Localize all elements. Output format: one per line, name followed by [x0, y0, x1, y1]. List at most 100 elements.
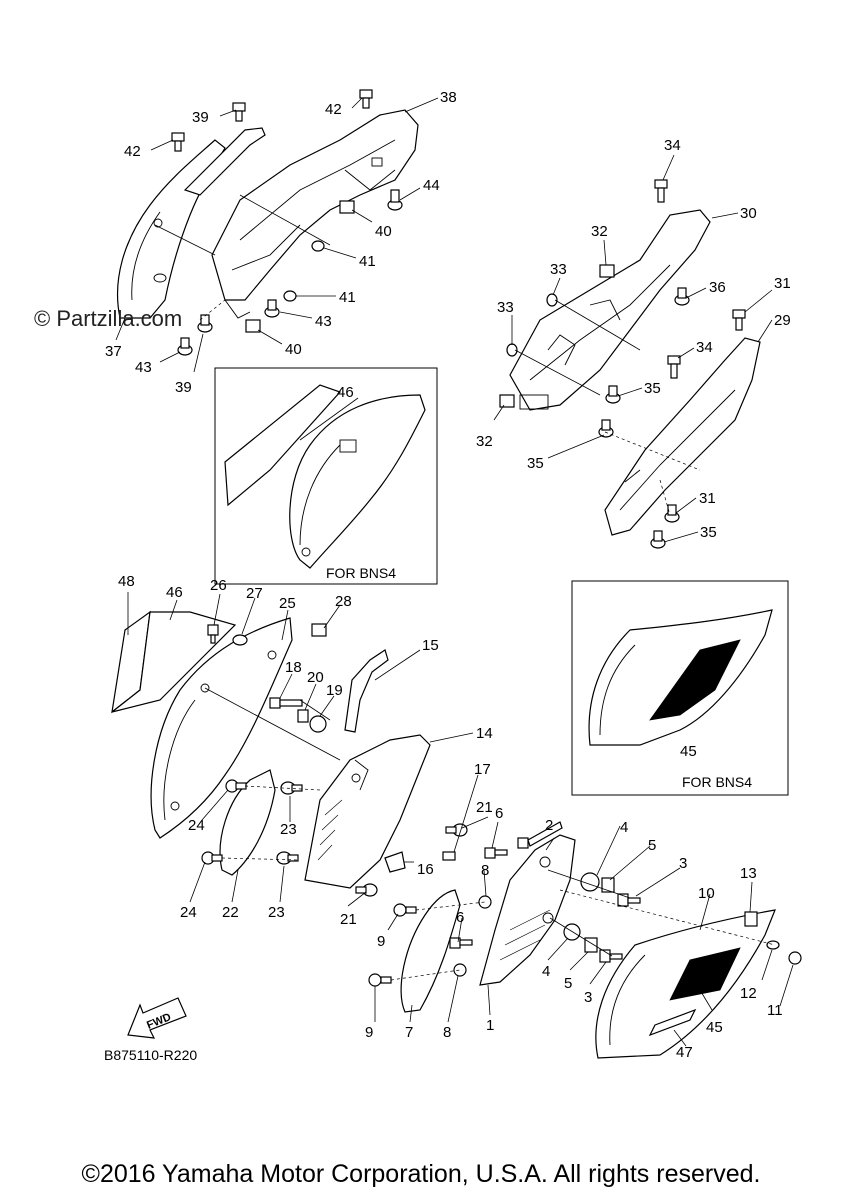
- watermark: © Partzilla.com: [34, 306, 182, 331]
- callout-7: 7: [405, 1024, 413, 1041]
- part-47-shape: [648, 1008, 697, 1037]
- nut-40a: [339, 200, 355, 214]
- callout-23a: 23: [280, 821, 297, 838]
- callout-41a: 41: [359, 253, 376, 270]
- fastener-17: [442, 851, 456, 861]
- screw-23b: [276, 851, 299, 865]
- callout-20: 20: [307, 669, 324, 686]
- bottom-right-assembly: [368, 821, 802, 1059]
- callout-37: 37: [105, 343, 122, 360]
- callout-19: 19: [326, 682, 343, 699]
- part-1-shape: [479, 834, 576, 986]
- callout-43b: 43: [135, 359, 152, 376]
- nut-32b: [499, 394, 515, 408]
- callout-42a: 42: [325, 101, 342, 118]
- callout-11: 11: [767, 1002, 783, 1019]
- callout-9a: 9: [377, 933, 385, 950]
- bolt-3b: [599, 949, 623, 963]
- screw-21a: [445, 823, 468, 837]
- fastener-26: [207, 624, 219, 644]
- inset-box-45: FOR BNS4: [571, 580, 789, 796]
- callout-3b: 3: [584, 989, 592, 1006]
- nut-32a: [599, 264, 615, 278]
- callout-6b: 6: [456, 909, 464, 926]
- fastener-36: [674, 287, 690, 306]
- callout-42b: 42: [124, 143, 141, 160]
- part-7-shape: [400, 889, 461, 1013]
- callout-1: 1: [486, 1017, 494, 1034]
- washer-41b: [283, 290, 297, 302]
- fastener-35c: [650, 530, 666, 549]
- screw-6b: [449, 937, 473, 949]
- washer-12: [766, 940, 780, 950]
- screw-6a: [484, 847, 508, 859]
- inset-caption-2: FOR BNS4: [682, 774, 752, 790]
- part-15-shape: [344, 649, 389, 733]
- callout-35c: 35: [700, 524, 717, 541]
- top-right-assembly: [499, 179, 761, 549]
- fastener-34b: [667, 355, 681, 379]
- callout-31b: 31: [699, 490, 716, 507]
- callout-4a: 4: [620, 819, 628, 836]
- fastener-42a: [359, 89, 373, 109]
- callout-41b: 41: [339, 289, 356, 306]
- callout-40a: 40: [375, 223, 392, 240]
- part-22-shape: [219, 769, 276, 876]
- callout-25: 25: [279, 595, 296, 612]
- callout-45b: 45: [680, 743, 697, 760]
- inset-caption-1: FOR BNS4: [326, 565, 396, 581]
- callout-16: 16: [417, 861, 434, 878]
- callout-39a: 39: [192, 109, 209, 126]
- callout-35b: 35: [527, 455, 544, 472]
- diagram-reference: B875110-R220: [104, 1047, 197, 1063]
- fastener-35a: [605, 385, 621, 404]
- callout-40b: 40: [285, 341, 302, 358]
- part-16-shape: [384, 851, 406, 873]
- screw-21b: [355, 883, 378, 897]
- inset-part-46-shape: [224, 384, 342, 507]
- callout-24b: 24: [180, 904, 197, 921]
- fastener-35b: [598, 419, 614, 438]
- copyright-notice: ©2016 Yamaha Motor Corporation, U.S.A. A…: [81, 1160, 761, 1188]
- callout-32b: 32: [476, 433, 493, 450]
- fastener-43b: [177, 337, 193, 356]
- callout-44: 44: [423, 177, 440, 194]
- callout-32a: 32: [591, 223, 608, 240]
- callout-6a: 6: [495, 805, 503, 822]
- part-38-shape: [211, 109, 419, 301]
- fwd-arrow: FWD: [127, 997, 187, 1039]
- screw-11: [788, 951, 802, 965]
- callout-45a: 45: [706, 1019, 723, 1036]
- callout-labels: 39 42 42 38 44 40 41 41 43 40 37 43 39 3…: [105, 89, 791, 1061]
- callout-9b: 9: [365, 1024, 373, 1041]
- bushing-4b: [563, 923, 581, 941]
- callout-8a: 8: [481, 862, 489, 879]
- nut-40b: [245, 319, 261, 333]
- screw-8a: [478, 895, 492, 909]
- collar-20: [297, 709, 309, 723]
- screw-2: [517, 821, 563, 849]
- callout-8b: 8: [443, 1024, 451, 1041]
- fastener-31b: [664, 504, 680, 523]
- callout-10: 10: [698, 885, 715, 902]
- grommet-19: [309, 715, 327, 733]
- bolt-18: [269, 697, 303, 709]
- callout-5b: 5: [564, 975, 572, 992]
- nut-13: [744, 911, 758, 927]
- callout-23b: 23: [268, 904, 285, 921]
- callout-13: 13: [740, 865, 757, 882]
- bolt-3a: [617, 893, 641, 907]
- part-14-shape: [304, 734, 431, 889]
- fastener-42b: [171, 132, 185, 152]
- screw-23a: [280, 781, 303, 795]
- part-39-bracket: [183, 127, 266, 196]
- callout-34b: 34: [696, 339, 713, 356]
- callout-15: 15: [422, 637, 439, 654]
- part-25-shape: [150, 617, 293, 839]
- callout-43a: 43: [315, 313, 332, 330]
- screw-9b: [368, 973, 392, 987]
- callout-leaders: [115, 97, 794, 1047]
- screw-8b: [453, 963, 467, 977]
- callout-26: 26: [210, 577, 227, 594]
